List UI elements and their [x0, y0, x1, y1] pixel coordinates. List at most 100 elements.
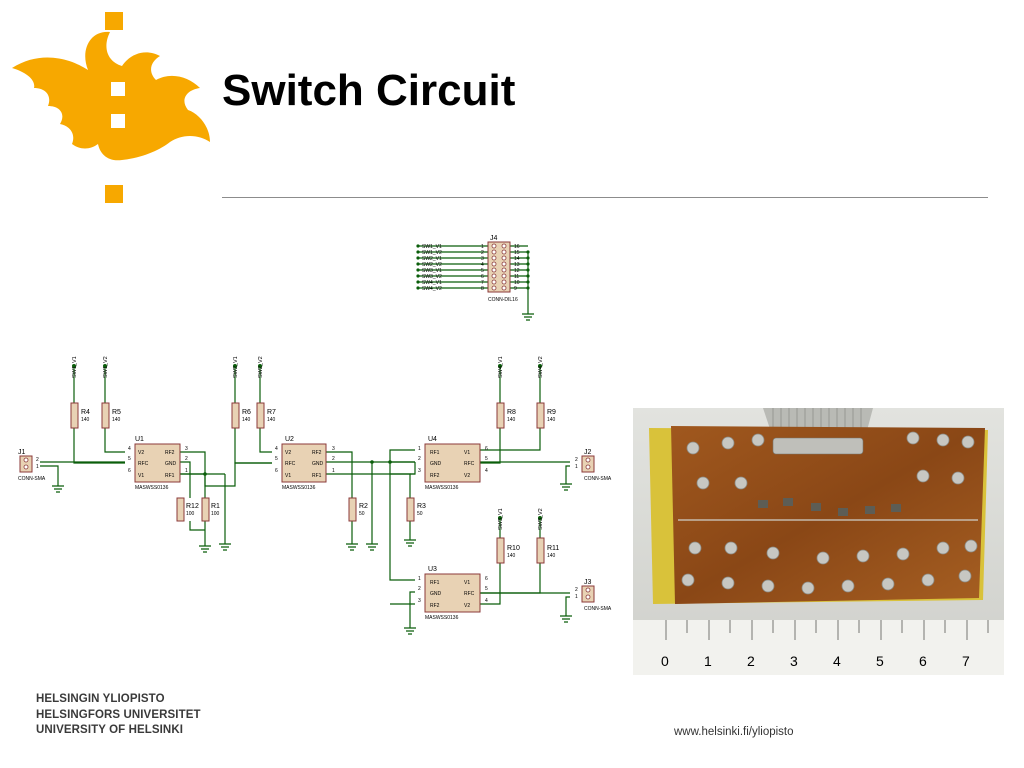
- schematic-wires: [40, 245, 572, 635]
- net-label: SW1_V1: [72, 356, 78, 378]
- pin-number: 2: [185, 456, 188, 462]
- university-name-line: HELSINGIN YLIOPISTO: [36, 693, 165, 705]
- pin-number: 1: [575, 464, 578, 470]
- pin-label: GND: [430, 591, 442, 597]
- resistor-value: 100: [186, 511, 195, 517]
- slide-title: Switch Circuit: [222, 66, 516, 115]
- pin-number: 2: [575, 587, 578, 593]
- pin-label: GND: [165, 461, 177, 467]
- resistor-value: 140: [267, 417, 276, 423]
- j4-net-label: SW4_V1: [422, 280, 442, 286]
- connector-part: CONN-SMA: [18, 476, 46, 482]
- j4-pin-number: 5: [481, 268, 484, 274]
- j4-pin-number: 10: [514, 280, 520, 286]
- switch-part: MASWSS0136: [425, 615, 459, 621]
- j4-pin-number: 9: [514, 286, 517, 292]
- net-label: SW4_V2: [538, 356, 544, 378]
- resistor-ref: R7: [267, 409, 276, 416]
- logo-cross-icon: [111, 82, 125, 128]
- j4-header: J4 CONN-DIL16 SW1_V1 SW1_V2 SW2_V1 SW2_V…: [422, 235, 520, 303]
- j4-net-label: SW1_V2: [422, 250, 442, 256]
- pin-number: 1: [575, 594, 578, 600]
- pin-label: RF2: [312, 450, 322, 456]
- resistor-ref: R8: [507, 409, 516, 416]
- pin-number: 3: [418, 468, 421, 474]
- pin-number: 3: [185, 446, 188, 452]
- j4-pin-number: 13: [514, 262, 520, 268]
- pin-label: RF1: [430, 450, 440, 456]
- j4-pin-number: 12: [514, 268, 520, 274]
- ruler-number: 1: [704, 653, 712, 669]
- resistor-ref: R1: [211, 503, 220, 510]
- resistor-ref: R12: [186, 503, 199, 510]
- circuit-schematic: J4 CONN-DIL16 SW1_V1 SW1_V2 SW2_V1 SW2_V…: [18, 235, 612, 635]
- resistor-ref: R9: [547, 409, 556, 416]
- j4-pin-number: 3: [481, 256, 484, 262]
- resistor-ref: R2: [359, 503, 368, 510]
- resistor-value: 140: [81, 417, 90, 423]
- ruler-number: 3: [790, 653, 798, 669]
- resistor-value: 140: [547, 417, 556, 423]
- solder-pads: [681, 431, 978, 595]
- pin-number: 4: [485, 598, 488, 604]
- ruler-number: 2: [747, 653, 755, 669]
- net-flag-dots: [72, 244, 542, 520]
- pin-number: 1: [332, 468, 335, 474]
- pin-label: V1: [464, 580, 470, 586]
- switch-ref: U2: [285, 436, 294, 443]
- pin-number: 3: [332, 446, 335, 452]
- pin-number: 2: [332, 456, 335, 462]
- university-logo: [12, 12, 210, 203]
- connector-ref: J3: [584, 579, 592, 586]
- pin-number: 6: [485, 576, 488, 582]
- pin-number: 6: [275, 468, 278, 474]
- pin-number: 1: [185, 468, 188, 474]
- pin-number: 5: [275, 456, 278, 462]
- resistor-value: 100: [211, 511, 220, 517]
- pin-label: GND: [430, 461, 442, 467]
- j4-net-label: SW2_V1: [422, 256, 442, 262]
- j4-pin-number: 4: [481, 262, 484, 268]
- pin-label: V2: [138, 450, 144, 456]
- pin-label: V1: [138, 473, 144, 479]
- j4-ref: J4: [490, 235, 498, 242]
- resistor-ref: R6: [242, 409, 251, 416]
- pin-label: GND: [312, 461, 324, 467]
- j4-pin-number: 16: [514, 244, 520, 250]
- pin-label: RFC: [285, 461, 296, 467]
- resistor-bodies: [70, 402, 545, 564]
- ruler-number: 5: [876, 653, 884, 669]
- pin-label: RFC: [464, 591, 475, 597]
- net-label: SW4_V1: [498, 356, 504, 378]
- connector-part: CONN-SMA: [584, 476, 612, 482]
- j4-pin-number: 2: [481, 250, 484, 256]
- footer-url[interactable]: www.helsinki.fi/yliopisto: [674, 726, 794, 738]
- resistor-ref: R4: [81, 409, 90, 416]
- switch-ref: U4: [428, 436, 437, 443]
- university-name: HELSINGIN YLIOPISTO HELSINGFORS UNIVERSI…: [36, 692, 201, 739]
- pin-label: V1: [464, 450, 470, 456]
- j4-net-label: SW4_V2: [422, 286, 442, 292]
- university-name-line: HELSINGFORS UNIVERSITET: [36, 708, 201, 721]
- switch-part: MASWSS0136: [282, 485, 316, 491]
- pin-number: 6: [128, 468, 131, 474]
- j4-pin-number: 14: [514, 256, 520, 262]
- connector-ref: J2: [584, 449, 592, 456]
- pin-label: V1: [285, 473, 291, 479]
- pin-label: V2: [464, 603, 470, 609]
- pin-number: 5: [128, 456, 131, 462]
- ruler-number: 7: [962, 653, 970, 669]
- j4-net-label: SW3_V1: [422, 268, 442, 274]
- j4-pin-number: 1: [481, 244, 484, 250]
- pin-number: 1: [36, 464, 39, 470]
- net-label: SW3_V1: [498, 508, 504, 530]
- switch-part: MASWSS0136: [425, 485, 459, 491]
- pin-label: RF2: [430, 473, 440, 479]
- pin-label: RF1: [430, 580, 440, 586]
- resistor-value: 140: [112, 417, 121, 423]
- resistor-value: 140: [507, 553, 516, 559]
- ruler-number: 4: [833, 653, 841, 669]
- pin-label: RF1: [312, 473, 322, 479]
- sma-connectors: J1 CONN-SMA 2 1 J2 CONN-SMA 2 1 J3 CONN-…: [18, 449, 612, 612]
- pin-label: V2: [464, 473, 470, 479]
